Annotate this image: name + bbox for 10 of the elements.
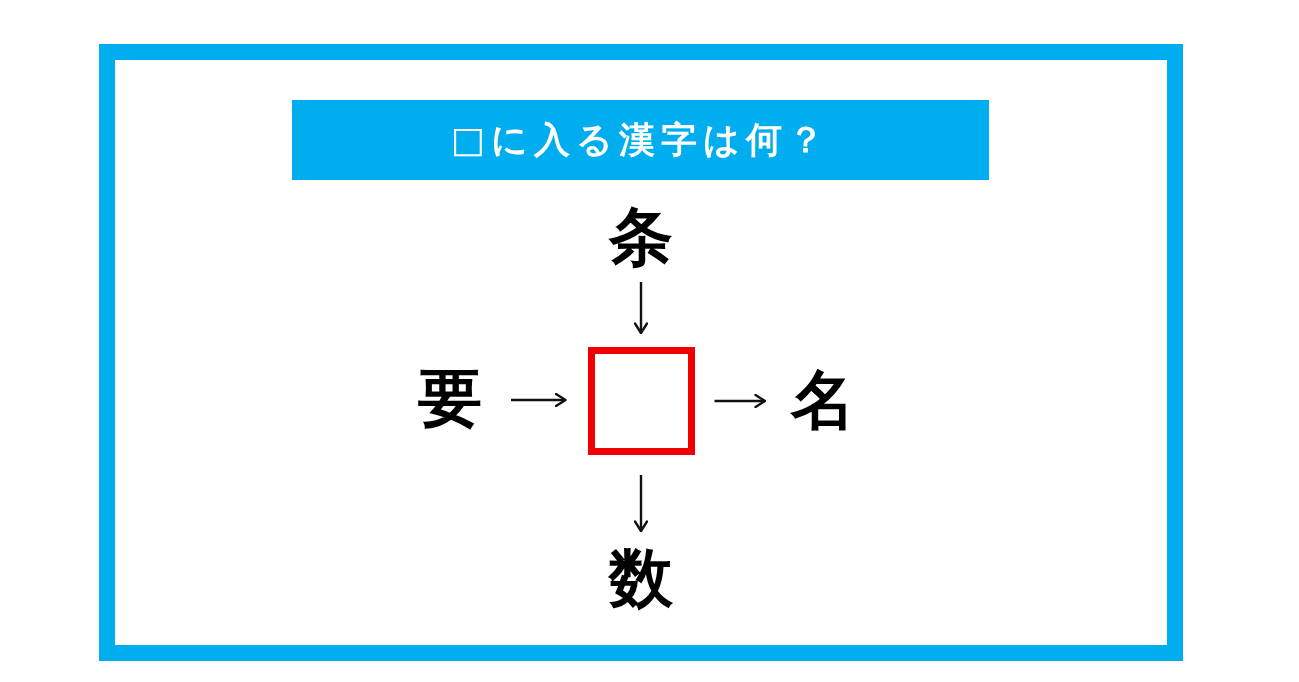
title-text: □に入る漢字は何？ <box>451 120 830 160</box>
kanji-text: 条 <box>608 204 674 270</box>
kanji-text: 数 <box>608 545 674 611</box>
arrow <box>511 392 567 408</box>
kanji-text: 名 <box>790 367 856 433</box>
arrow <box>714 393 767 409</box>
answer-box <box>587 347 695 455</box>
arrow <box>633 475 649 533</box>
arrow <box>633 282 649 335</box>
kanji-text: 要 <box>417 365 483 431</box>
